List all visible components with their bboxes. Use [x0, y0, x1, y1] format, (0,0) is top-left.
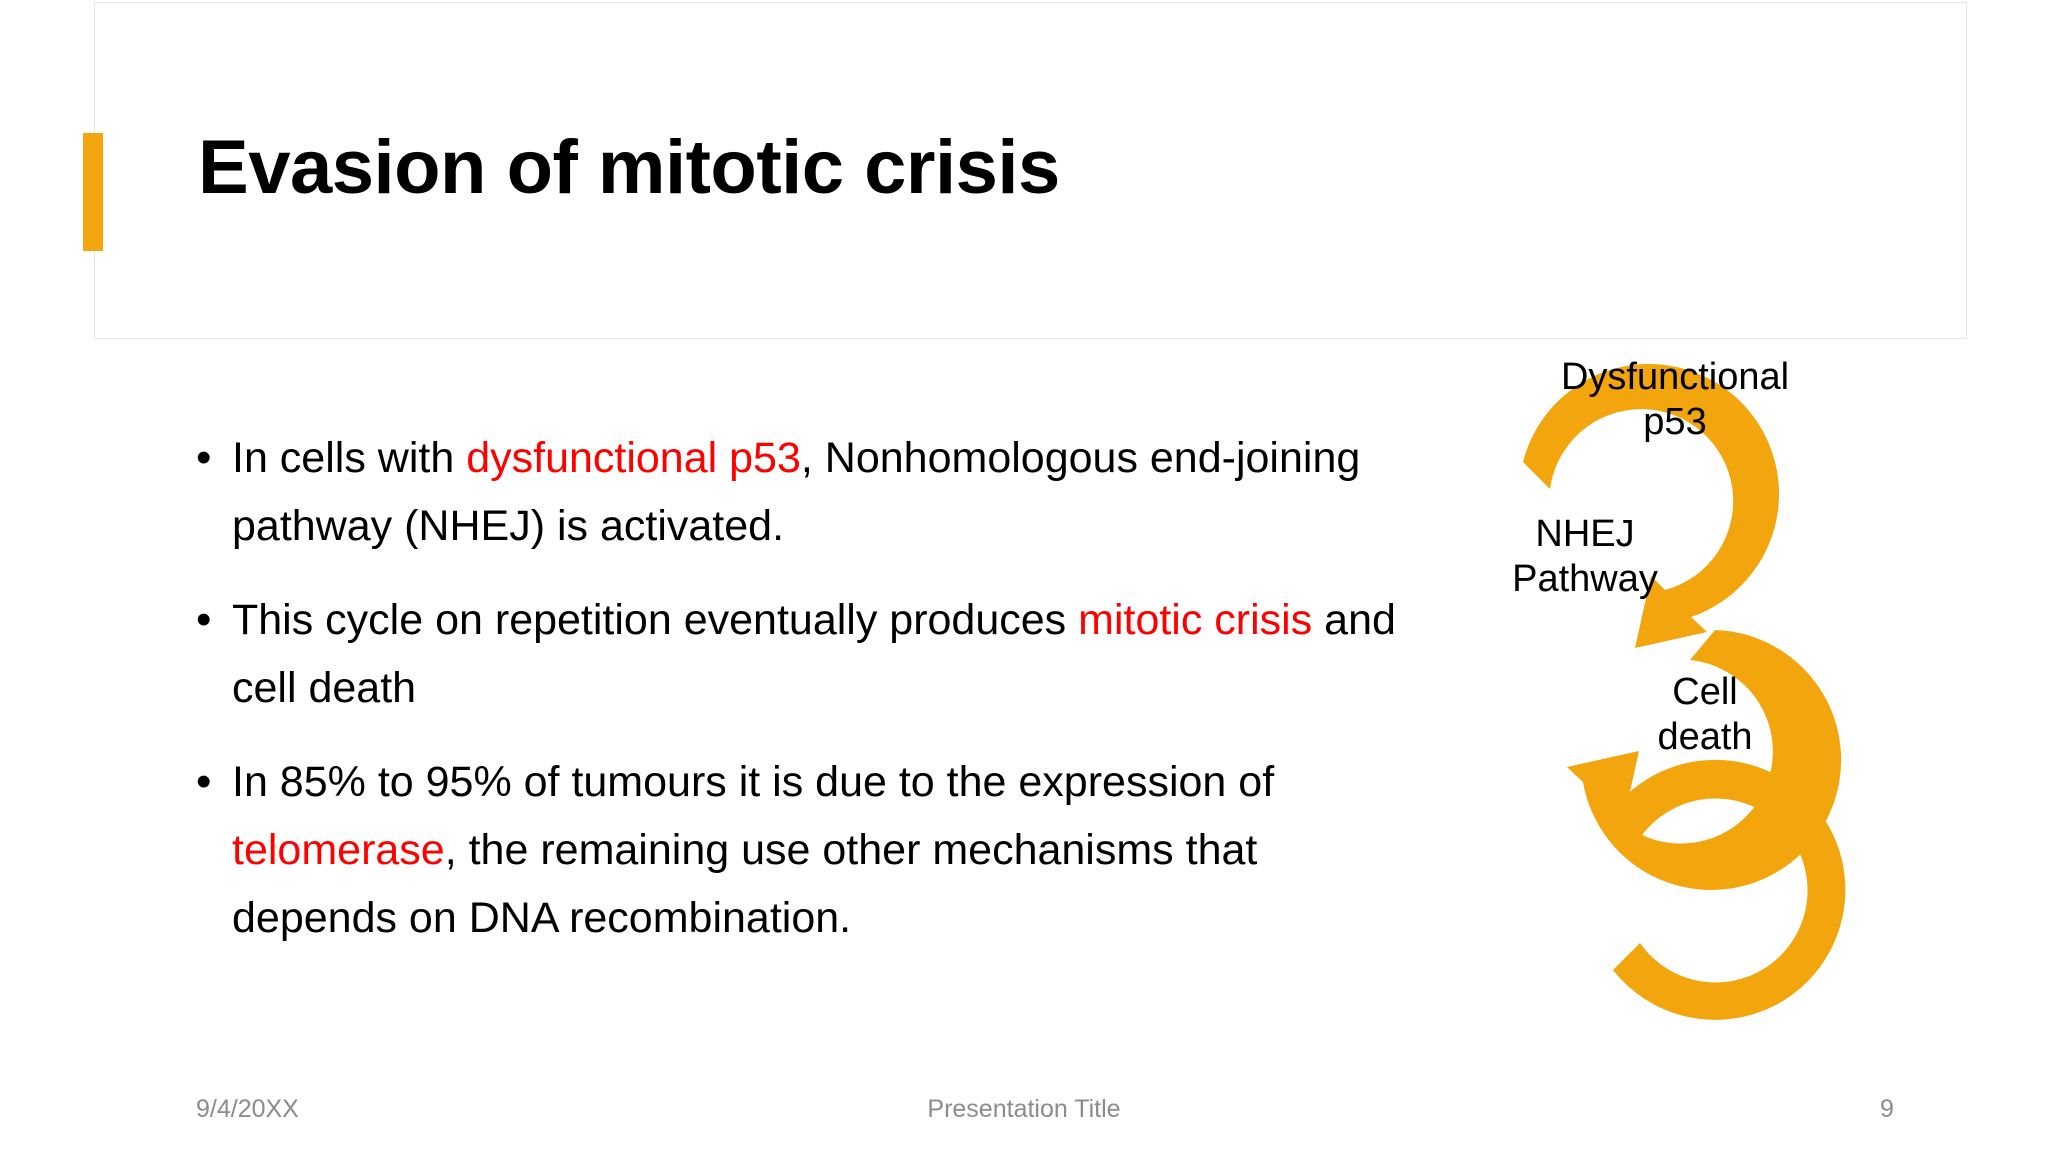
bullet-segment-plain: and cell death	[232, 596, 1396, 712]
bullet-text: In 85% to 95% of tumours it is due to th…	[232, 748, 1401, 952]
bullet-text: In cells with dysfunctional p53, Nonhomo…	[232, 424, 1401, 560]
title-placeholder-box	[94, 2, 1967, 339]
mitotic-crisis-cycle-diagram: Dysfunctional p53 NHEJ Pathway Cell deat…	[1395, 330, 1935, 1110]
page-title: Evasion of mitotic crisis	[198, 125, 1060, 210]
footer-date: 9/4/20XX	[196, 1095, 299, 1123]
footer-presentation-title: Presentation Title	[927, 1095, 1121, 1123]
bullet-segment-plain: In cells with	[232, 434, 467, 482]
bullet-segment-highlight: telomerase	[232, 826, 445, 874]
cycle-ring-cell-death	[1607, 759, 1846, 1020]
bullet-marker-icon: •	[196, 433, 212, 482]
bullet-segment-highlight: mitotic crisis	[1078, 596, 1313, 644]
bullet-segment-plain: This cycle on repetition eventually prod…	[232, 596, 1079, 644]
cycle-arrow-p53	[1523, 363, 1780, 648]
cycle-arrow-nhej	[1567, 630, 1842, 890]
bullet-marker-icon: •	[196, 595, 212, 644]
bullet-segment-plain: , the remaining use other mechanisms tha…	[232, 826, 1258, 942]
bullet-segment-plain: In 85% to 95% of tumours it is due to th…	[232, 758, 1275, 806]
body-bullet-list: • In cells with dysfunctional p53, Nonho…	[196, 424, 1401, 978]
bullet-item-telomerase: • In 85% to 95% of tumours it is due to …	[196, 748, 1401, 952]
bullet-text: This cycle on repetition eventually prod…	[232, 586, 1401, 722]
footer-page-number: 9	[1880, 1095, 1894, 1123]
title-accent-bar	[83, 133, 103, 251]
slide-footer: 9/4/20XX Presentation Title 9	[0, 1095, 2048, 1141]
bullet-marker-icon: •	[196, 757, 212, 806]
bullet-segment-plain: , Nonhomologous end-joining pathway (NHE…	[232, 434, 1361, 550]
bullet-item-nhej-activation: • In cells with dysfunctional p53, Nonho…	[196, 424, 1401, 560]
bullet-segment-highlight: dysfunctional p53	[466, 434, 801, 482]
bullet-item-mitotic-crisis: • This cycle on repetition eventually pr…	[196, 586, 1401, 722]
